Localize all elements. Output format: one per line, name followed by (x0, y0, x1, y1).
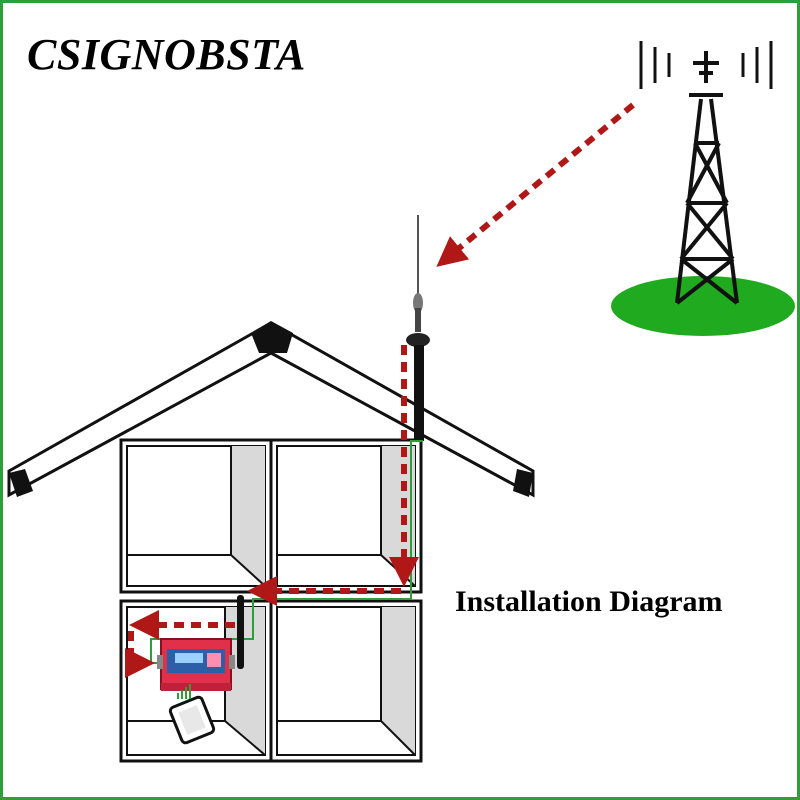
outdoor-antenna-icon (406, 215, 430, 441)
cell-tower-icon (611, 41, 795, 336)
room-upper-left (119, 438, 273, 594)
room-upper-right (269, 438, 423, 594)
room-lower-right (269, 599, 423, 763)
mobile-phone-icon (168, 684, 216, 745)
diagram-drawing (7, 41, 795, 763)
diagram-title: Installation Diagram (455, 585, 723, 618)
house-roof (7, 321, 535, 498)
indoor-antenna-icon (237, 595, 244, 669)
brand-logo-text: CSIGNOBSTA (27, 30, 306, 79)
signal-path-arrows (125, 102, 635, 678)
signal-repeater-icon (157, 638, 235, 691)
